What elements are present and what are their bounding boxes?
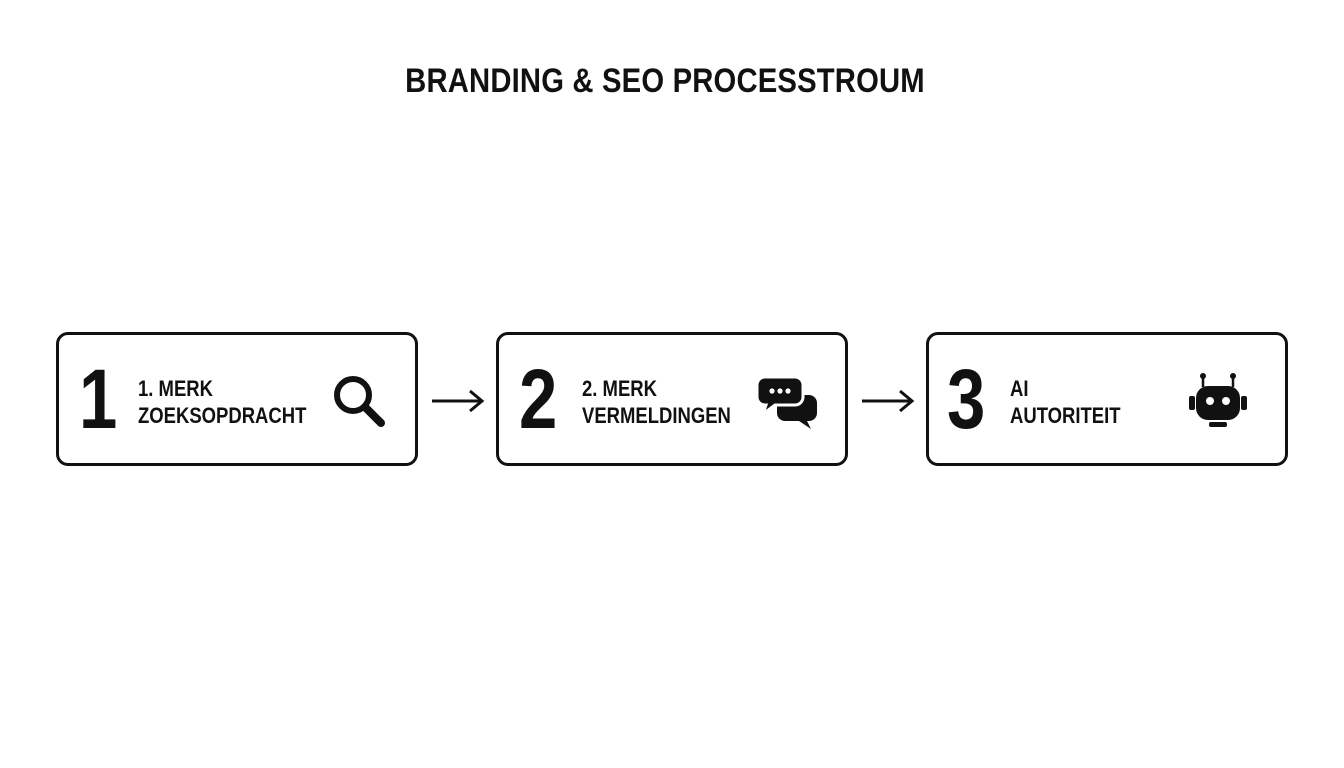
search-icon	[334, 376, 385, 427]
step-box-1: 1 1. MERK ZOEKSOPDRACHT	[56, 332, 418, 466]
robot-icon	[1189, 373, 1247, 427]
step-label-2: 2. MERK VERMELDINGEN	[582, 375, 731, 429]
diagram-title: BRANDING & SEO PROCESSTROUM	[405, 62, 925, 100]
arrow-right-icon	[862, 389, 915, 413]
step-label-3-line-1: AI	[1010, 376, 1029, 401]
step-label-1-line-1: 1. MERK	[138, 376, 213, 401]
step-label-3: AI AUTORITEIT	[1010, 375, 1121, 429]
step-label-3-line-2: AUTORITEIT	[1010, 403, 1121, 428]
step-label-2-line-2: VERMELDINGEN	[582, 403, 731, 428]
step-label-2-line-1: 2. MERK	[582, 376, 657, 401]
chat-bubbles-icon	[757, 375, 817, 429]
step-number-2: 2	[519, 352, 558, 446]
step-label-1-line-2: ZOEKSOPDRACHT	[138, 403, 307, 428]
step-box-3: 3 AI AUTORITEIT	[926, 332, 1288, 466]
step-number-1: 1	[79, 352, 118, 446]
arrow-right-icon	[432, 389, 485, 413]
step-box-2: 2 2. MERK VERMELDINGEN	[496, 332, 848, 466]
step-label-1: 1. MERK ZOEKSOPDRACHT	[138, 375, 306, 429]
step-number-3: 3	[947, 352, 986, 446]
